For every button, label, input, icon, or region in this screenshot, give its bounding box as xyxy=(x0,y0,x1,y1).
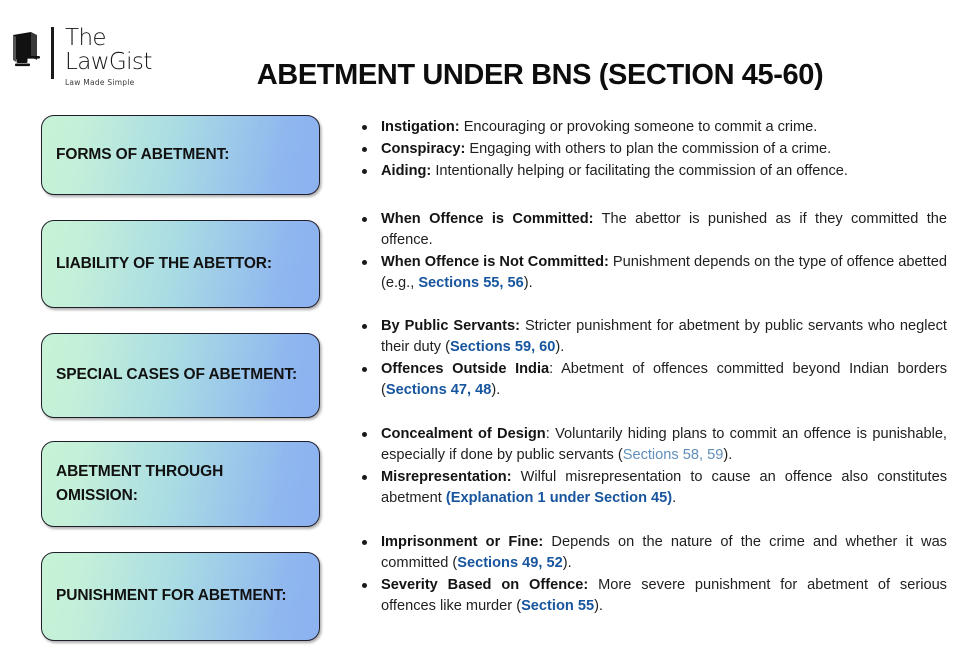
content-area: FORMS OF ABETMENT: LIABILITY OF THE ABET… xyxy=(0,104,980,653)
bullet-group-punishment-for-abetment: Imprisonment or Fine: Depends on the nat… xyxy=(352,532,947,617)
bullet-item: Imprisonment or Fine: Depends on the nat… xyxy=(352,532,947,574)
category-column: FORMS OF ABETMENT: LIABILITY OF THE ABET… xyxy=(41,104,320,641)
section-reference: Sections 59, 60 xyxy=(449,339,556,355)
brand-wordmark: The LawGist Law Made Simple xyxy=(61,26,152,86)
category-box-forms-of-abetment: FORMS OF ABETMENT: xyxy=(41,115,320,195)
section-reference: Section 55 xyxy=(521,598,595,614)
bullet-group-forms-of-abetment: Instigation: Encouraging or provoking so… xyxy=(352,117,947,182)
bullet-lead: When Offence is Committed: xyxy=(381,211,594,227)
category-label: LIABILITY OF THE ABETTOR: xyxy=(56,254,272,272)
bullet-lead: Misrepresentation: xyxy=(381,469,512,485)
section-reference: Sections 47, 48 xyxy=(385,382,492,398)
category-box-punishment-for-abetment: PUNISHMENT FOR ABETMENT: xyxy=(41,552,320,641)
bullet-item: When Offence is Committed: The abettor i… xyxy=(352,209,947,251)
brand-logo: The LawGist Law Made Simple xyxy=(10,26,152,86)
bullet-item: Concealment of Design: Voluntarily hidin… xyxy=(352,424,947,466)
brand-name-line1: The xyxy=(65,25,107,51)
brand-name-line2: LawGist xyxy=(65,49,152,76)
section-reference: (Explanation 1 under Section 45) xyxy=(445,490,673,506)
category-box-abetment-through-omission: ABETMENT THROUGH OMISSION: xyxy=(41,441,320,527)
bullet-lead: Aiding: xyxy=(381,163,432,179)
bullet-lead: Imprisonment or Fine: xyxy=(381,534,544,550)
category-label: SPECIAL CASES OF ABETMENT: xyxy=(56,366,298,384)
bullet-item: When Offence is Not Committed: Punishmen… xyxy=(352,252,947,294)
bullet-lead: Offences Outside India xyxy=(381,361,550,377)
bullet-group-special-cases-of-abetment: By Public Servants: Stricter punishment … xyxy=(352,316,947,401)
bullet-item: Severity Based on Offence: More severe p… xyxy=(352,575,947,617)
bullet-item: Aiding: Intentionally helping or facilit… xyxy=(352,161,947,182)
bullet-lead: Instigation: xyxy=(381,119,460,135)
category-label: PUNISHMENT FOR ABETMENT: xyxy=(56,587,287,605)
bullet-item: Offences Outside India: Abetment of offe… xyxy=(352,359,947,401)
section-reference: Sections 58, 59 xyxy=(622,447,724,463)
bullet-lead: Concealment of Design xyxy=(381,426,546,442)
page-title: ABETMENT UNDER BNS (SECTION 45-60) xyxy=(256,59,824,92)
category-label: ABETMENT THROUGH OMISSION: xyxy=(56,462,224,504)
detail-column: Instigation: Encouraging or provoking so… xyxy=(352,104,947,618)
section-reference: Sections 55, 56 xyxy=(418,275,524,291)
bullet-item: By Public Servants: Stricter punishment … xyxy=(352,316,947,358)
law-book-gavel-icon xyxy=(13,32,40,67)
bullet-group-liability-of-the-abettor: When Offence is Committed: The abettor i… xyxy=(352,209,947,294)
bullet-group-abetment-through-omission: Concealment of Design: Voluntarily hidin… xyxy=(352,424,947,509)
category-label: FORMS OF ABETMENT: xyxy=(56,145,230,163)
bullet-item: Conspiracy: Engaging with others to plan… xyxy=(352,139,947,160)
brand-tagline: Law Made Simple xyxy=(65,77,135,87)
page-header: The LawGist Law Made Simple ABETMENT UND… xyxy=(0,0,980,104)
bullet-item: Misrepresentation: Wilful misrepresentat… xyxy=(352,467,947,509)
bullet-item: Instigation: Encouraging or provoking so… xyxy=(352,117,947,138)
category-box-liability-of-the-abettor: LIABILITY OF THE ABETTOR: xyxy=(41,220,320,308)
category-box-special-cases-of-abetment: SPECIAL CASES OF ABETMENT: xyxy=(41,333,320,418)
bullet-lead: When Offence is Not Committed: xyxy=(381,254,609,270)
logo-divider xyxy=(51,27,54,79)
section-reference: Sections 49, 52 xyxy=(457,555,563,571)
bullet-lead: Conspiracy: xyxy=(381,141,466,157)
bullet-lead: By Public Servants: xyxy=(381,318,520,334)
bullet-lead: Severity Based on Offence: xyxy=(381,577,589,593)
